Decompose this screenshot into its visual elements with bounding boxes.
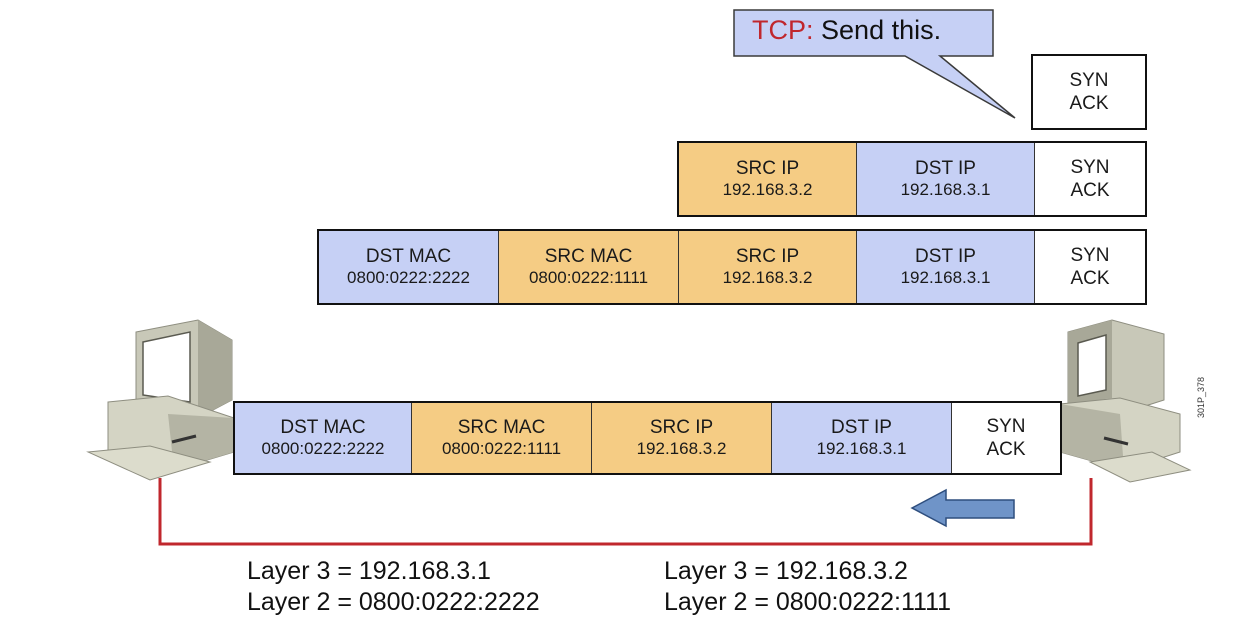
frame-src-ip: SRC IP 192.168.3.2 [679, 231, 857, 303]
wire-flags: SYN ACK [952, 403, 1060, 473]
left-host-addresses: Layer 3 = 192.168.3.1 Layer 2 = 0800:022… [247, 556, 540, 619]
wire-src-ip: SRC IP 192.168.3.2 [592, 403, 772, 473]
packet-src-ip-value: 192.168.3.2 [722, 180, 813, 200]
frame-dst-ip-label: DST IP [915, 246, 976, 268]
flag-syn: SYN [1070, 244, 1110, 266]
wire-src-mac-value: 0800:0222:1111 [441, 439, 562, 459]
wire-src-ip-label: SRC IP [649, 417, 714, 439]
frame-src-mac-label: SRC MAC [544, 246, 633, 268]
left-layer3: Layer 3 = 192.168.3.1 [247, 557, 491, 585]
packet-src-ip: SRC IP 192.168.3.2 [679, 143, 857, 215]
frame-dst-ip-value: 192.168.3.1 [900, 268, 991, 288]
flag-ack: ACK [1069, 93, 1109, 114]
network-link [158, 478, 1093, 546]
packet-flags: SYN ACK [1035, 143, 1145, 215]
tcp-segment: SYN ACK [1031, 54, 1147, 130]
frame-dst-mac-label: DST MAC [365, 246, 452, 268]
callout-protocol: TCP: [752, 15, 814, 45]
left-layer2: Layer 2 = 0800:0222:2222 [247, 588, 540, 617]
frame-dst-mac-value: 0800:0222:2222 [347, 268, 470, 288]
packet-dst-ip: DST IP 192.168.3.1 [857, 143, 1035, 215]
wire-src-ip-value: 192.168.3.2 [636, 439, 727, 459]
wire-src-mac-label: SRC MAC [457, 417, 546, 439]
wire-frame: DST MAC 0800:0222:2222 SRC MAC 0800:0222… [233, 401, 1062, 475]
frame-src-ip-value: 192.168.3.2 [722, 268, 813, 288]
flag-ack: ACK [1070, 180, 1110, 201]
right-layer3: Layer 3 = 192.168.3.2 [664, 557, 908, 585]
right-computer-icon [1059, 319, 1192, 483]
ethernet-frame: DST MAC 0800:0222:2222 SRC MAC 0800:0222… [317, 229, 1147, 305]
right-layer2: Layer 2 = 0800:0222:1111 [664, 588, 952, 617]
packet-src-ip-label: SRC IP [735, 158, 800, 180]
packet-dst-ip-value: 192.168.3.1 [900, 180, 991, 200]
frame-src-ip-label: SRC IP [735, 246, 800, 268]
frame-src-mac: SRC MAC 0800:0222:1111 [499, 231, 679, 303]
wire-dst-ip: DST IP 192.168.3.1 [772, 403, 952, 473]
frame-src-mac-value: 0800:0222:1111 [528, 268, 649, 288]
direction-arrow-icon [910, 488, 1015, 528]
wire-dst-mac: DST MAC 0800:0222:2222 [235, 403, 412, 473]
packet-dst-ip-label: DST IP [915, 158, 976, 180]
flag-syn: SYN [986, 415, 1026, 437]
wire-src-mac: SRC MAC 0800:0222:1111 [412, 403, 592, 473]
flag-syn: SYN [1069, 69, 1109, 91]
wire-dst-mac-value: 0800:0222:2222 [261, 439, 385, 459]
frame-dst-mac: DST MAC 0800:0222:2222 [319, 231, 499, 303]
wire-dst-mac-label: DST MAC [280, 417, 366, 439]
callout-text: TCP: Send this. [752, 15, 941, 46]
frame-flags: SYN ACK [1035, 231, 1145, 303]
flag-syn: SYN [1070, 156, 1110, 178]
right-host-addresses: Layer 3 = 192.168.3.2 Layer 2 = 0800:022… [664, 556, 951, 619]
left-computer-icon [86, 319, 235, 481]
segment-flags: SYN ACK [1033, 56, 1145, 128]
callout-message: Send this. [821, 15, 942, 45]
figure-id: 301P_378 [1196, 376, 1206, 418]
ip-packet: SRC IP 192.168.3.2 DST IP 192.168.3.1 SY… [677, 141, 1147, 217]
wire-dst-ip-value: 192.168.3.1 [816, 439, 907, 459]
wire-dst-ip-label: DST IP [831, 417, 892, 439]
frame-dst-ip: DST IP 192.168.3.1 [857, 231, 1035, 303]
flag-ack: ACK [986, 439, 1026, 460]
flag-ack: ACK [1070, 268, 1110, 289]
